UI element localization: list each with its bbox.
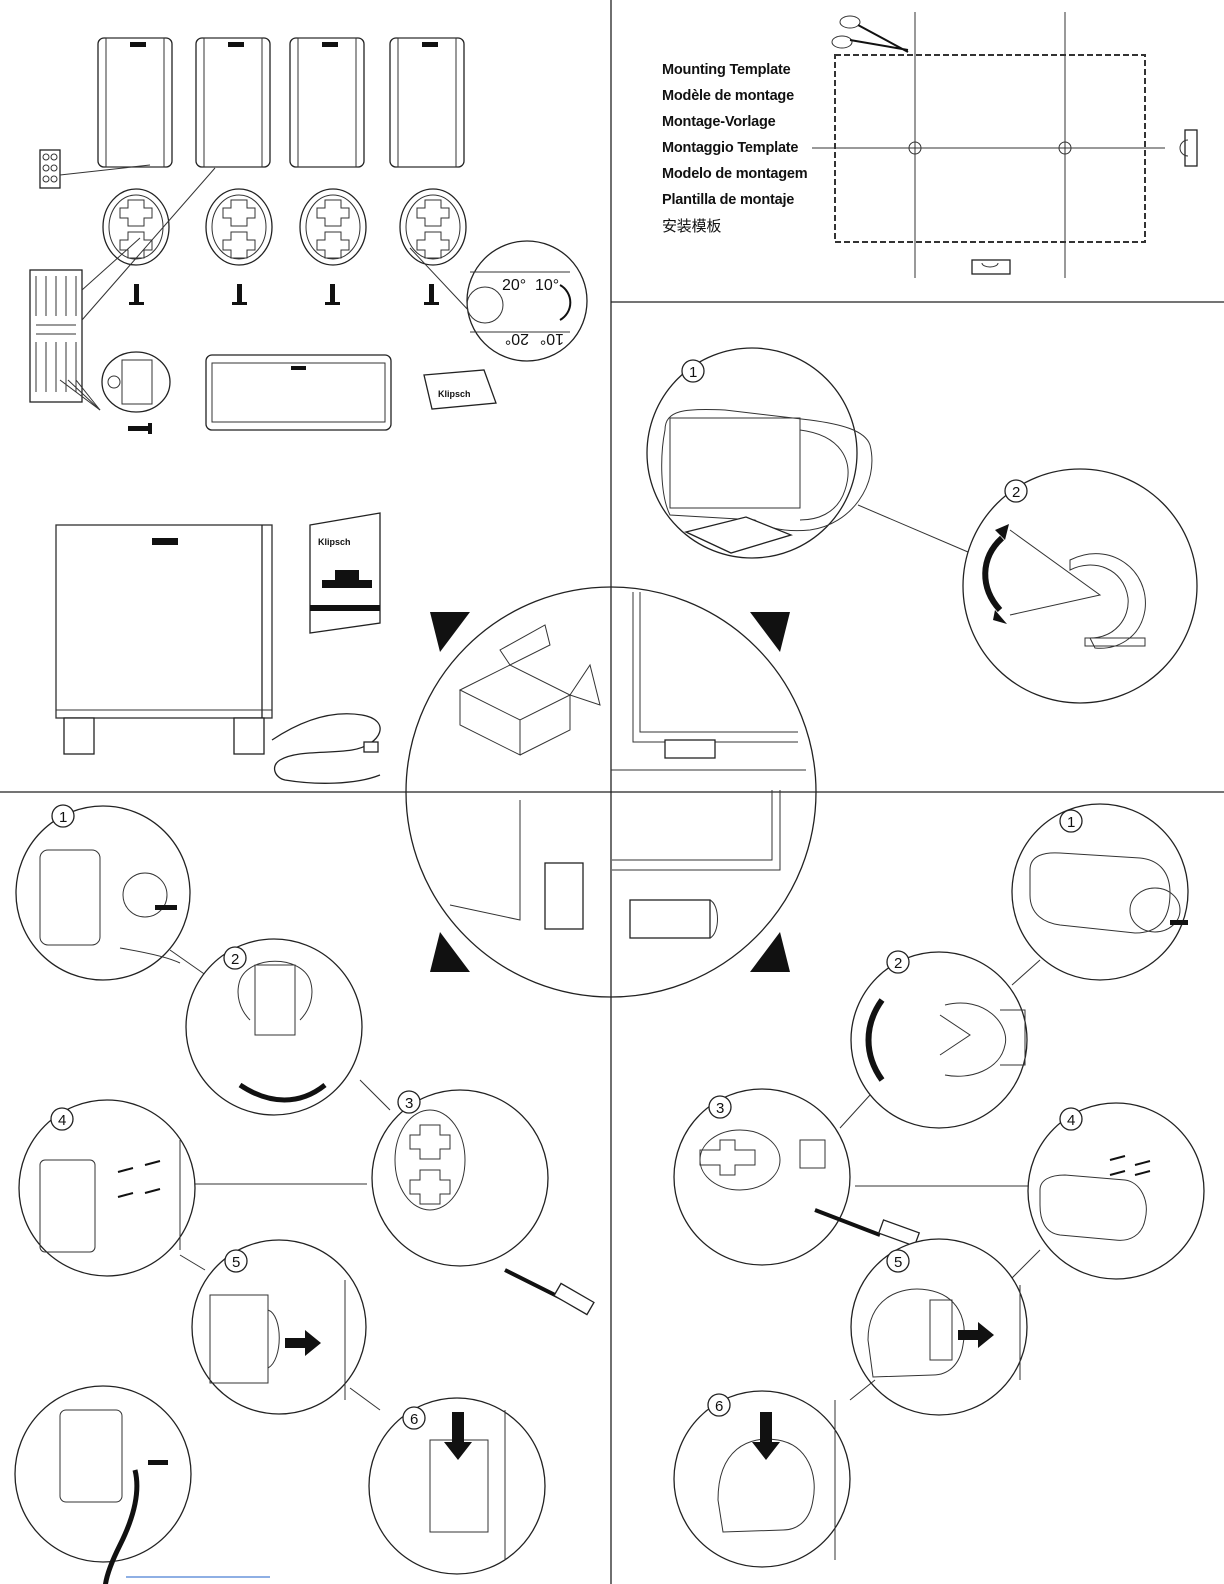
step-number: 2	[1012, 484, 1020, 501]
step-number: 2	[894, 955, 902, 972]
placement-overview	[406, 587, 816, 997]
step-2-detail	[851, 952, 1027, 1128]
satellite-speaker	[98, 38, 172, 167]
level-icon	[1180, 130, 1197, 166]
step-5-detail	[851, 1239, 1027, 1415]
step-2-detail	[963, 469, 1197, 703]
step-number: 5	[232, 1254, 240, 1271]
satellite-speaker	[290, 38, 364, 167]
angle-label-10: 10°	[535, 277, 559, 294]
satellite-speaker	[196, 38, 270, 167]
angle-label-10-inverted: 10°	[540, 330, 564, 347]
step-4-detail	[1028, 1103, 1204, 1279]
step-3-detail	[674, 1089, 850, 1265]
floor-stand-detail	[15, 1386, 191, 1562]
step-number: 5	[894, 1254, 902, 1271]
center-speaker	[206, 355, 391, 430]
screw-icon	[325, 284, 340, 305]
keyhole-bracket	[103, 189, 169, 265]
mounting-template	[812, 12, 1197, 278]
keyhole-bracket	[300, 189, 366, 265]
angle-label-20-inverted: 20°	[505, 330, 529, 347]
screw-icon	[129, 284, 144, 305]
cloth-logo: Klipsch	[438, 389, 471, 399]
step-number: 6	[715, 1398, 723, 1415]
step-number: 3	[405, 1095, 413, 1112]
step-number: 1	[689, 364, 697, 381]
keyhole-bracket	[206, 189, 272, 265]
step-number: 1	[1067, 814, 1075, 831]
center-bracket	[102, 352, 170, 434]
satellite-speaker	[390, 38, 464, 167]
step-1-detail	[16, 806, 190, 980]
angle-label-20: 20°	[502, 277, 526, 294]
screw-icon	[232, 284, 247, 305]
step-number: 1	[59, 809, 67, 826]
scissors-icon	[832, 16, 908, 52]
step-number: 3	[716, 1100, 724, 1117]
step-1-detail	[1012, 804, 1188, 980]
step-3-detail	[372, 1090, 548, 1266]
step-number: 6	[410, 1411, 418, 1428]
step-4-detail	[19, 1100, 195, 1276]
level-icon	[972, 260, 1010, 274]
owners-manual: Klipsch	[310, 513, 380, 633]
keyhole-bracket	[400, 189, 466, 265]
cleaning-cloth: Klipsch	[424, 370, 496, 409]
screw-icon	[424, 284, 439, 305]
manual-logo: Klipsch	[318, 537, 351, 547]
step-number: 4	[58, 1112, 66, 1129]
step-number: 2	[231, 951, 239, 968]
step-5-detail	[192, 1240, 366, 1414]
step-number: 4	[1067, 1112, 1075, 1129]
